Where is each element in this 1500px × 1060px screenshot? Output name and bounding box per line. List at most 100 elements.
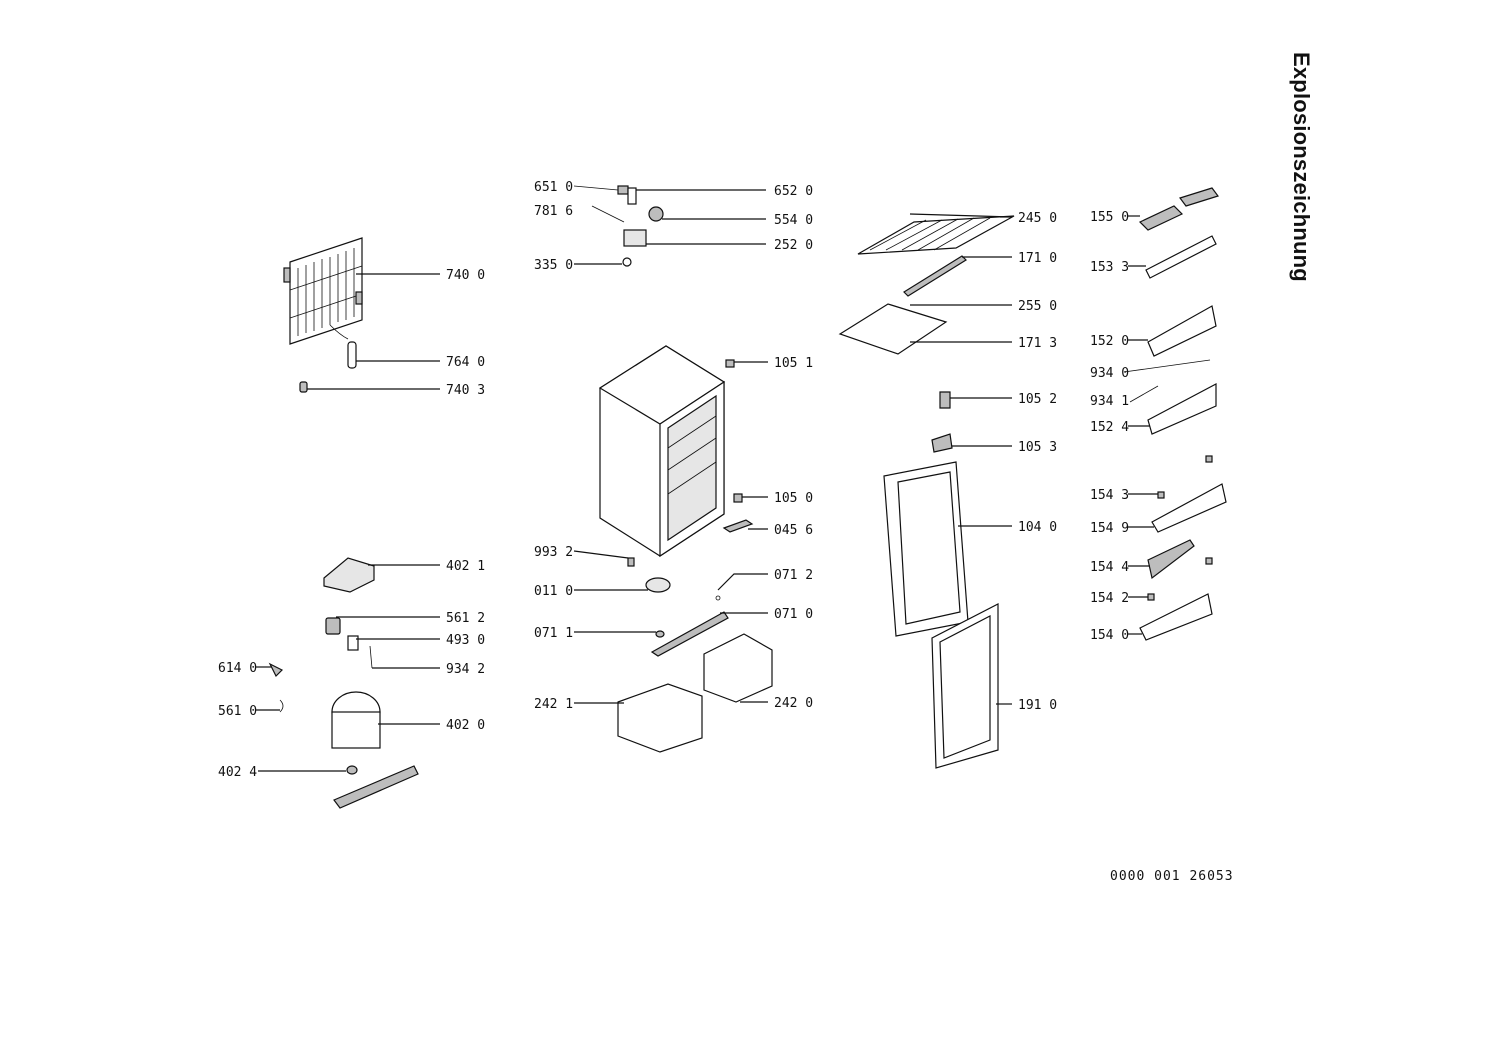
callout-242-1: 242 1	[534, 697, 624, 712]
callout-105-1: 105 1	[734, 356, 813, 371]
callout-label: 242 0	[774, 696, 813, 711]
callout-label: 154 0	[1090, 628, 1129, 643]
callout-label: 154 2	[1090, 591, 1129, 606]
callout-105-3: 105 3	[952, 440, 1057, 455]
callout-label: 153 3	[1090, 260, 1129, 275]
callout-152-4: 152 4	[1090, 420, 1150, 435]
callout-152-0: 152 0	[1090, 334, 1148, 349]
callout-154-4: 154 4	[1090, 560, 1150, 575]
shelves-and-door-drawing	[838, 215, 1015, 769]
callout-label: 152 4	[1090, 420, 1129, 435]
callout-label: 154 4	[1090, 560, 1129, 575]
tube-drawing	[347, 341, 357, 369]
callout-label: 245 0	[1018, 211, 1057, 226]
callout-label: 152 0	[1090, 334, 1129, 349]
callout-242-0: 242 0	[740, 696, 813, 711]
callout-153-3: 153 3	[1090, 260, 1146, 275]
callout-label: 402 1	[446, 559, 485, 574]
callout-label: 554 0	[774, 213, 813, 228]
callout-label: 934 2	[446, 662, 485, 677]
callout-402-4: 402 4	[218, 765, 346, 780]
callout-071-1: 071 1	[534, 626, 656, 641]
callout-label: 493 0	[446, 633, 485, 648]
compressor-group-drawing	[268, 557, 419, 809]
callout-402-0: 402 0	[378, 718, 485, 733]
callout-252-0: 252 0	[646, 238, 813, 253]
callout-label: 105 1	[774, 356, 813, 371]
thermostat-group-drawing	[573, 185, 664, 267]
callout-label: 255 0	[1018, 299, 1057, 314]
callout-154-9: 154 9	[1090, 521, 1154, 536]
callout-651-0: 651 0	[534, 180, 573, 195]
grommet-drawing	[299, 381, 308, 393]
callout-764-0: 764 0	[356, 355, 485, 370]
callout-155-0: 155 0	[1090, 210, 1140, 225]
callout-402-1: 402 1	[368, 559, 485, 574]
callout-label: 402 0	[446, 718, 485, 733]
callout-label: 155 0	[1090, 210, 1129, 225]
callout-105-2: 105 2	[950, 392, 1057, 407]
callout-label: 154 3	[1090, 488, 1129, 503]
callout-label: 614 0	[218, 661, 257, 676]
callout-934-1: 934 1	[1090, 394, 1129, 409]
callout-label: 561 2	[446, 611, 485, 626]
callout-label: 045 6	[774, 523, 813, 538]
callout-label: 105 3	[1018, 440, 1057, 455]
callout-740-3: 740 3	[307, 383, 485, 398]
callout-781-6: 781 6	[534, 204, 573, 219]
callout-993-2: 993 2	[534, 545, 629, 560]
callout-740-0: 740 0	[356, 268, 485, 283]
callout-label: 071 1	[534, 626, 573, 641]
callout-label: 171 3	[1018, 336, 1057, 351]
callout-label: 993 2	[534, 545, 573, 560]
callout-245-0: 245 0	[909, 211, 1057, 226]
callout-label: 154 9	[1090, 521, 1129, 536]
callout-071-0: 071 0	[720, 607, 813, 622]
callout-493-0: 493 0	[356, 633, 485, 648]
callout-335-0: 335 0	[534, 258, 622, 273]
callout-label: 011 0	[534, 584, 573, 599]
callout-171-0: 171 0	[962, 251, 1057, 266]
cabinet-drawing	[598, 345, 754, 558]
callout-652-0: 652 0	[636, 184, 813, 199]
callout-label: 934 0	[1090, 366, 1129, 381]
callout-614-0: 614 0	[218, 661, 272, 676]
callout-label: 104 0	[1018, 520, 1057, 535]
callout-label: 071 0	[774, 607, 813, 622]
callout-154-0: 154 0	[1090, 628, 1142, 643]
callout-561-0: 561 0	[218, 704, 280, 719]
callout-label: 242 1	[534, 697, 573, 712]
callout-label: 071 2	[774, 568, 813, 583]
callout-label: 252 0	[774, 238, 813, 253]
callout-label: 781 6	[534, 204, 573, 219]
callout-label: 402 4	[218, 765, 257, 780]
callout-561-2: 561 2	[336, 611, 485, 626]
door-shelves-drawing	[1123, 187, 1227, 641]
callout-label: 335 0	[534, 258, 573, 273]
callout-label: 191 0	[1018, 698, 1057, 713]
callout-label: 740 3	[446, 383, 485, 398]
document-number: 0000 001 26053	[1110, 869, 1234, 884]
callout-label: 561 0	[218, 704, 257, 719]
evaporator-drawing	[283, 237, 363, 345]
callout-label: 105 0	[774, 491, 813, 506]
callout-label: 105 2	[1018, 392, 1057, 407]
callout-154-3: 154 3	[1090, 488, 1158, 503]
callout-171-3: 171 3	[910, 336, 1057, 351]
callout-554-0: 554 0	[662, 213, 813, 228]
callout-934-2: 934 2	[372, 662, 485, 677]
callout-label: 764 0	[446, 355, 485, 370]
callout-label: 651 0	[534, 180, 573, 195]
callout-191-0: 191 0	[996, 698, 1057, 713]
callout-934-0: 934 0	[1090, 366, 1129, 381]
callout-label: 652 0	[774, 184, 813, 199]
page-title: Explosionszeichnung	[1289, 52, 1314, 282]
callout-label: 740 0	[446, 268, 485, 283]
callout-104-0: 104 0	[958, 520, 1057, 535]
callout-label: 171 0	[1018, 251, 1057, 266]
callout-045-6: 045 6	[748, 523, 813, 538]
lower-cabinet-parts-drawing	[617, 557, 773, 753]
callout-105-0: 105 0	[742, 491, 813, 506]
callout-011-0: 011 0	[534, 584, 648, 599]
